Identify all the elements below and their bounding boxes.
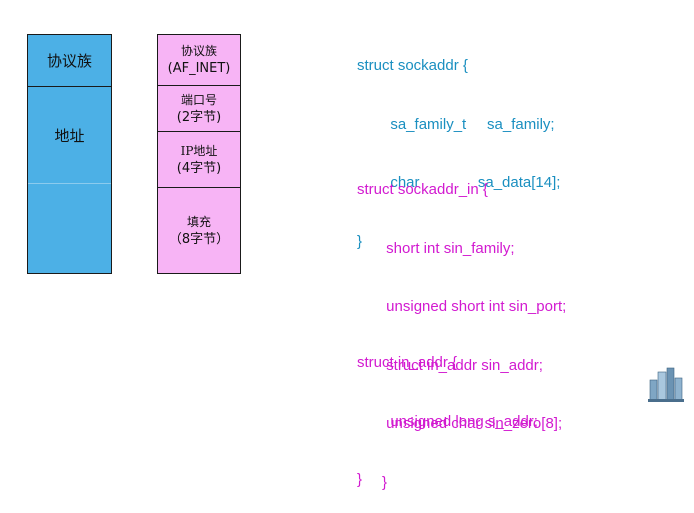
code-line: } <box>357 471 363 489</box>
inet-family-cell: 协议族 (AF_INET) <box>158 35 240 86</box>
sockaddr-diagram: 协议族 地址 <box>27 34 112 274</box>
in-addr-code: struct in_addr { unsigned long s_addr; } <box>357 317 538 510</box>
cell-detail: (2字节) <box>176 109 222 125</box>
cell-label: 协议族 <box>180 44 217 58</box>
code-line: struct sockaddr { <box>357 57 468 74</box>
sockaddr-in-diagram: 协议族 (AF_INET) 端口号 (2字节) IP地址 (4字节) 填充 （8… <box>157 34 241 274</box>
cell-detail: （8字节） <box>168 231 230 247</box>
code-line: short int sin_family; <box>357 239 515 257</box>
sockaddr-code: struct sockaddr { sa_family_t sa_family;… <box>357 20 560 271</box>
code-line: sa_family_t sa_family; <box>357 115 555 133</box>
code-line: unsigned long s_addr; <box>357 412 538 430</box>
cell-detail: (AF_INET) <box>167 61 231 76</box>
address-cell: 地址 <box>28 87 111 184</box>
port-cell: 端口号 (2字节) <box>158 86 240 132</box>
code-line: char sa_data[14]; <box>357 174 561 192</box>
padding-cell: 填充 （8字节） <box>158 188 240 273</box>
code-line: } <box>357 232 363 250</box>
code-line: struct in_addr sin_addr; <box>357 356 543 374</box>
cell-label: 端口号 <box>180 92 217 107</box>
cell-label: IP地址 <box>180 143 218 158</box>
code-line: struct in_addr { <box>357 354 458 371</box>
buildings-icon <box>648 367 684 402</box>
cell-detail: (4字节) <box>176 160 222 176</box>
family-cell: 协议族 <box>28 35 111 87</box>
code-line: struct sockaddr_in { <box>357 181 488 198</box>
ip-cell: IP地址 (4字节) <box>158 132 240 188</box>
code-line: unsigned short int sin_port; <box>357 298 567 316</box>
sockaddr-in-code: struct sockaddr_in { short int sin_famil… <box>357 144 566 513</box>
empty-cell <box>28 184 111 273</box>
cell-label: 填充 <box>186 214 211 229</box>
